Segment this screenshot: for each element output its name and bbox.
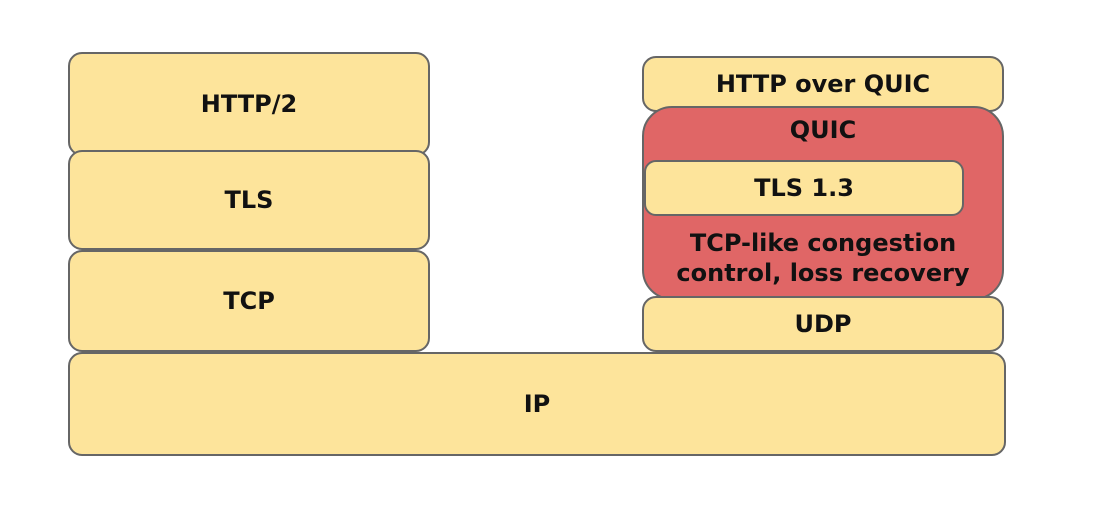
http-over-quic-layer: HTTP over QUIC bbox=[642, 56, 1004, 112]
quic-label: QUIC bbox=[789, 116, 857, 144]
http2-label: HTTP/2 bbox=[200, 89, 298, 118]
http2-layer: HTTP/2 bbox=[68, 52, 430, 156]
http-over-quic-label: HTTP over QUIC bbox=[715, 69, 931, 98]
quic-layer: QUIC TLS 1.3 TCP-like congestion control… bbox=[642, 106, 1004, 300]
udp-label: UDP bbox=[794, 309, 852, 338]
tls13-label: TLS 1.3 bbox=[754, 173, 854, 202]
congestion-line-1: TCP-like congestion bbox=[689, 229, 957, 257]
tls-label: TLS bbox=[224, 185, 274, 214]
udp-layer: UDP bbox=[642, 296, 1004, 352]
congestion-control-label: TCP-like congestion control, loss recove… bbox=[644, 228, 1002, 288]
tcp-layer: TCP bbox=[68, 250, 430, 352]
ip-layer: IP bbox=[68, 352, 1006, 456]
tcp-label: TCP bbox=[223, 286, 275, 315]
tls13-layer: TLS 1.3 bbox=[644, 160, 964, 216]
congestion-line-2: control, loss recovery bbox=[676, 259, 970, 287]
ip-label: IP bbox=[523, 389, 551, 418]
tls-layer: TLS bbox=[68, 150, 430, 250]
